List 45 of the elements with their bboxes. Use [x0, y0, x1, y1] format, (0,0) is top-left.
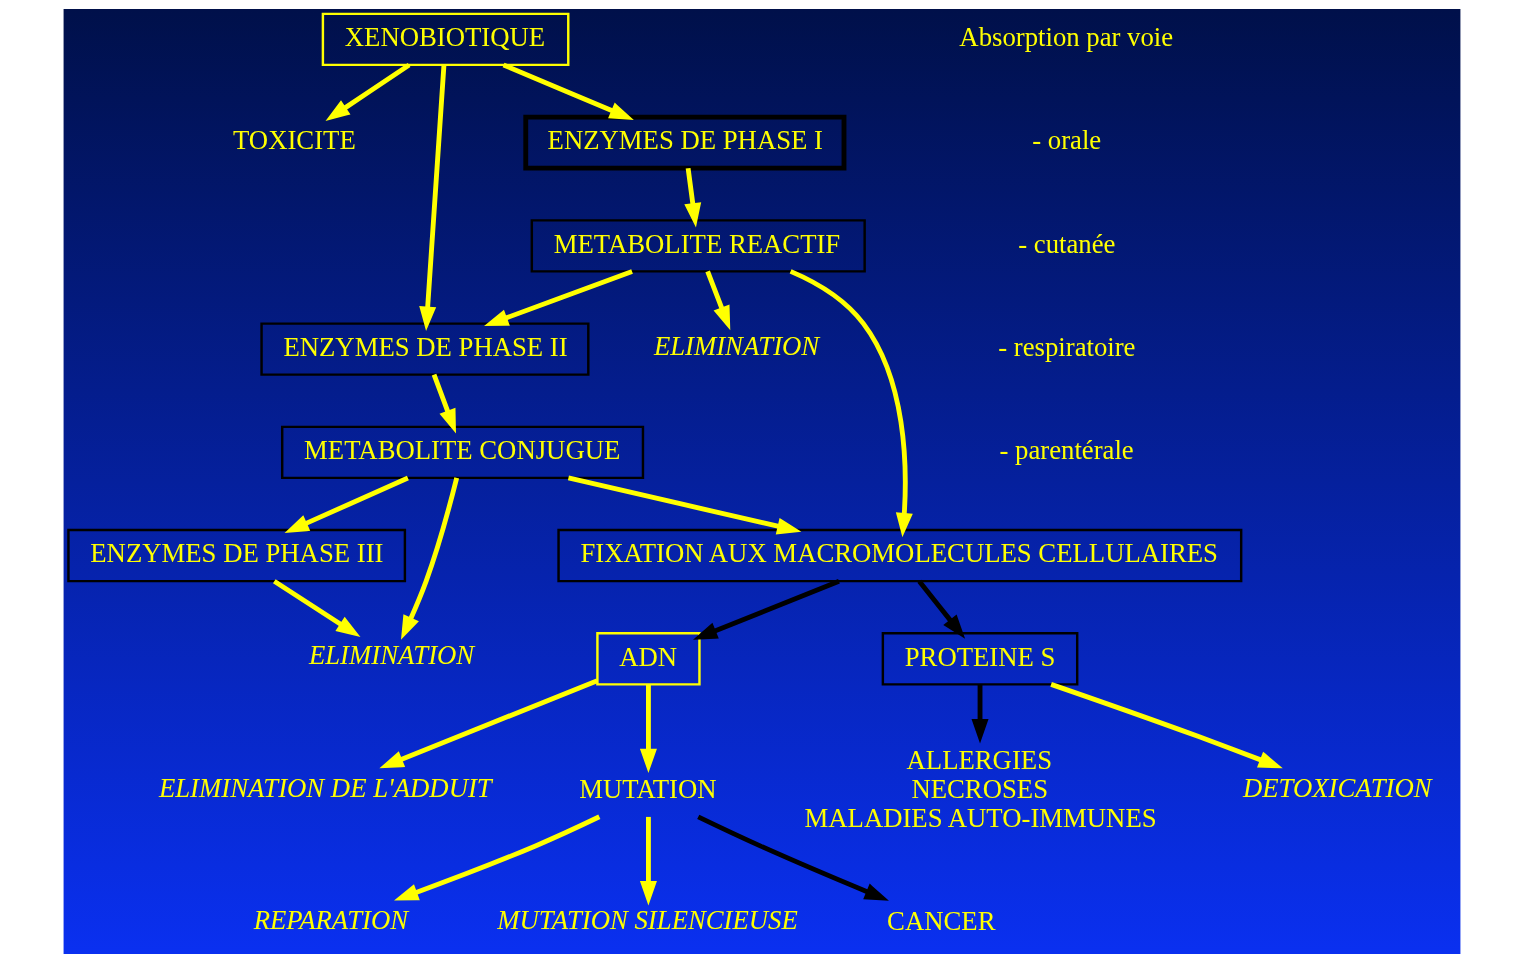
- arrow: [379, 677, 599, 768]
- label: Absorption par voie: [959, 21, 1174, 52]
- arrow: [273, 578, 361, 637]
- node-box: ENZYMES DE PHASE I: [523, 114, 847, 171]
- node-box: XENOBIOTIQUE: [321, 12, 570, 66]
- node-box: ENZYMES DE PHASE III: [67, 528, 407, 582]
- node-box: METABOLITE CONJUGUE: [281, 425, 645, 479]
- arrow: [639, 816, 657, 905]
- label: - cutanée: [1018, 228, 1116, 259]
- arrow: [431, 373, 456, 433]
- arrow: [419, 64, 447, 331]
- arrow: [639, 684, 657, 773]
- node-text: MUTATION SILENCIEUSE: [497, 904, 798, 935]
- arrow: [502, 62, 634, 120]
- arrow: [325, 62, 411, 121]
- node-text: ELIMINATION: [308, 639, 475, 670]
- arrow: [394, 814, 601, 900]
- arrow: [697, 814, 889, 901]
- node-box: METABOLITE REACTIF: [530, 218, 866, 273]
- node-text: CANCER: [887, 905, 996, 936]
- node-text: MUTATION: [579, 773, 717, 804]
- arrow: [705, 270, 731, 330]
- node-text: ELIMINATION: [653, 330, 820, 361]
- arrow: [400, 476, 460, 640]
- arrow: [484, 268, 633, 326]
- node-text: ALLERGIES NECROSES MALADIES AUTO-IMMUNES: [804, 744, 1157, 833]
- arrow: [284, 475, 409, 533]
- label: - parentérale: [999, 434, 1134, 465]
- arrow: [971, 684, 989, 743]
- label: - respiratoire: [998, 331, 1136, 362]
- arrow: [1050, 681, 1283, 768]
- arrow: [789, 268, 913, 537]
- node-text: REPARATION: [253, 904, 409, 935]
- node-box: ENZYMES DE PHASE II: [260, 321, 590, 376]
- node-box: ADN: [596, 631, 701, 686]
- node-text: DETOXICATION: [1243, 772, 1432, 803]
- node-text: TOXICITE: [233, 124, 356, 155]
- arrow: [693, 578, 840, 640]
- node-box: FIXATION AUX MACROMOLECULES CELLULAIRES: [557, 528, 1243, 582]
- label: - orale: [1032, 124, 1102, 155]
- node-text: ELIMINATION DE L'ADDUIT: [158, 772, 492, 803]
- node-box: PROTEINE S: [881, 631, 1079, 686]
- arrow: [567, 475, 802, 535]
- arrow: [684, 167, 702, 227]
- arrow: [917, 579, 966, 639]
